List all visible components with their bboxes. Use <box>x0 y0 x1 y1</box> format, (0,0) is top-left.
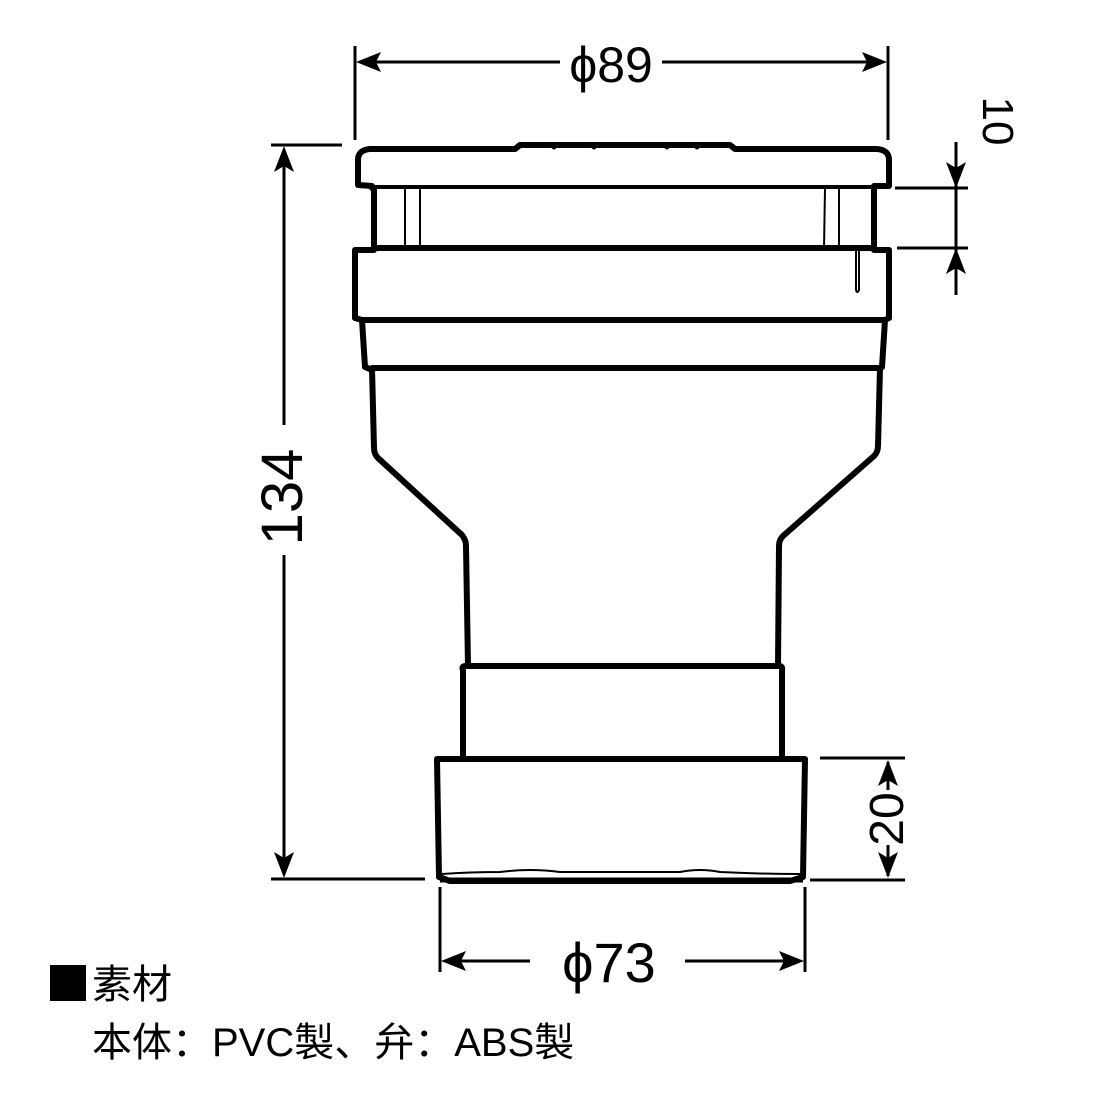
legend-materials-row: 本体：PVC製、弁：ABS製 <box>50 1014 574 1072</box>
cap-gap-label: 10 <box>973 97 1022 146</box>
bottom-socket <box>434 756 808 884</box>
legend-heading: 素材 <box>92 963 172 1007</box>
materials-legend: 素材 本体：PVC製、弁：ABS製 <box>50 956 574 1072</box>
socket-height-label: 20 <box>861 792 914 845</box>
materials-text: 本体：PVC製、弁：ABS製 <box>92 1021 575 1065</box>
legend-heading-row: 素材 <box>50 956 574 1014</box>
dimension-socket-height: 20 <box>810 756 914 882</box>
cap-ridge-marks <box>551 144 700 150</box>
lower-ring <box>359 317 888 373</box>
dimension-bottom-diameter: ϕ73 <box>438 887 807 994</box>
black-square-icon <box>50 965 86 1001</box>
dimension-overall-height: 134 <box>250 143 425 881</box>
dimension-top-diameter: ϕ89 <box>353 37 890 140</box>
dimension-cap-gap: 10 <box>895 97 1022 295</box>
top-diameter-label: ϕ89 <box>569 37 653 93</box>
reducer-taper <box>369 365 883 669</box>
overall-height-label: 134 <box>250 449 315 546</box>
neck <box>459 663 786 763</box>
upper-collar <box>352 245 892 323</box>
bottom-diameter-label: ϕ73 <box>562 931 656 994</box>
valve-stem-section <box>374 188 874 248</box>
adapter-body <box>352 142 892 884</box>
valve-cap <box>355 142 892 191</box>
